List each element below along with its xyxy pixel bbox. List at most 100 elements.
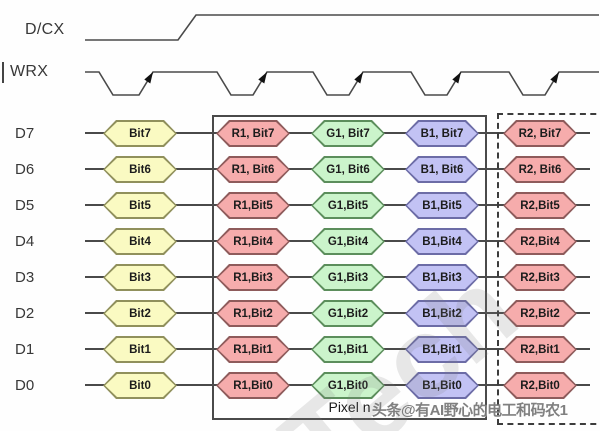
bus-value-hex: Bit1 [103,336,177,363]
bus-value-hex: Bit4 [103,228,177,255]
hex-text: R2,Bit3 [520,271,560,284]
hex-fill [218,266,288,289]
hex-fill [407,230,477,253]
bus-value-hex: R1,Bit1 [216,336,290,363]
hex-text: R1,Bit1 [233,343,273,356]
hex-text: G1,Bit4 [327,235,369,248]
row-d0: D0 Bit0 R1,Bit0 G1,Bit0 B1,Bit0 R2,Bit0 [0,372,600,399]
bus-value-hex: G1,Bit4 [311,228,385,255]
row-d7: D7 Bit7 R1, Bit7 G1, Bit7 B1, Bit7 R2, B… [0,120,600,147]
hex-text: Bit5 [129,199,151,212]
hex-fill [218,230,288,253]
wrx-label: WRX [10,63,49,80]
hex-fill [505,122,575,145]
bus-value-hex: Bit2 [103,300,177,327]
hex-fill [313,266,383,289]
bus-value-hex: R1,Bit0 [216,372,290,399]
hex-fill [313,194,383,217]
hex-text: G1, Bit6 [326,163,370,176]
bus-value-hex: Bit5 [103,192,177,219]
hex-fill [105,374,175,397]
hex-fill [407,158,477,181]
hex-text: R1, Bit7 [231,127,275,140]
row-d5: D5 Bit5 R1,Bit5 G1,Bit5 B1,Bit5 R2,Bit5 [0,192,600,219]
bus-value-hex: R2,Bit0 [503,372,577,399]
bus-value-hex: R1,Bit2 [216,300,290,327]
hex-text: Bit4 [129,235,151,248]
hex-text: R2, Bit7 [518,127,562,140]
hex-fill [105,158,175,181]
bus-value-hex: R2,Bit5 [503,192,577,219]
next-pixel-dashed-box [497,113,600,425]
hex-fill [407,374,477,397]
hex-text: B1,Bit3 [422,271,462,284]
bus-value-hex: R1,Bit3 [216,264,290,291]
hex-text: R1,Bit0 [233,379,273,392]
pixel-n-label: Pixel n [328,399,371,415]
bus-value-hex: R2, Bit6 [503,156,577,183]
bus-line-label: D3 [15,269,35,286]
bus-value-hex: B1,Bit4 [405,228,479,255]
hex-text: B1, Bit7 [420,127,464,140]
hex-text: R1,Bit3 [233,271,273,284]
bus-line-label: D7 [15,125,35,142]
bus-value-hex: Bit6 [103,156,177,183]
bus-line-label: D4 [15,233,35,250]
hex-text: B1, Bit6 [420,163,464,176]
hex-text: G1,Bit3 [327,271,369,284]
hex-fill [505,374,575,397]
bus-value-hex: B1,Bit1 [405,336,479,363]
hex-fill [218,302,288,325]
hex-text: Bit7 [129,127,151,140]
hex-text: B1,Bit0 [422,379,462,392]
hex-text: G1, Bit7 [326,127,370,140]
rising-edge-arrow [452,72,461,84]
hex-text: R2,Bit0 [520,379,560,392]
hex-text: R1,Bit2 [233,307,273,320]
hex-fill [313,338,383,361]
dcx-label: D/CX [25,21,65,38]
row-d3: D3 Bit3 R1,Bit3 G1,Bit3 B1,Bit3 R2,Bit3 [0,264,600,291]
bus-line-label: D2 [15,305,35,322]
row-d2: D2 Bit2 R1,Bit2 G1,Bit2 B1,Bit2 R2,Bit2 [0,300,600,327]
hex-fill [105,338,175,361]
bus-value-hex: Bit7 [103,120,177,147]
hex-fill [505,266,575,289]
bus-value-hex: G1,Bit2 [311,300,385,327]
pixel-n-group-box [212,115,487,420]
hex-fill [407,122,477,145]
hex-fill [218,194,288,217]
hex-text: G1,Bit1 [327,343,369,356]
bus-value-hex: R2,Bit4 [503,228,577,255]
hex-text: B1,Bit4 [422,235,462,248]
hex-text: R2,Bit5 [520,199,560,212]
hex-text: R1,Bit4 [233,235,273,248]
hex-fill [407,194,477,217]
hex-text: B1,Bit1 [422,343,462,356]
rising-edge-arrow [354,72,363,84]
hex-fill [313,158,383,181]
bus-value-hex: G1,Bit1 [311,336,385,363]
bus-value-hex: B1,Bit3 [405,264,479,291]
hex-fill [218,158,288,181]
hex-text: Bit6 [129,163,151,176]
hex-text: R2,Bit2 [520,307,560,320]
bus-value-hex: G1,Bit5 [311,192,385,219]
hex-text: R2, Bit6 [518,163,562,176]
row-d4: D4 Bit4 R1,Bit4 G1,Bit4 B1,Bit4 R2,Bit4 [0,228,600,255]
toutiao-watermark: 头条@有AI野心的电工和码农1 [372,402,568,419]
bus-value-hex: R1, Bit6 [216,156,290,183]
bus-value-hex: B1,Bit0 [405,372,479,399]
hex-text: R2,Bit4 [520,235,560,248]
hex-fill [505,338,575,361]
hex-fill [218,374,288,397]
bus-value-hex: R2,Bit3 [503,264,577,291]
dcx-waveform [85,14,599,41]
hex-fill [505,194,575,217]
bus-value-hex: Bit3 [103,264,177,291]
bus-line-label: D6 [15,161,35,178]
hex-text: G1,Bit5 [327,199,369,212]
hex-fill [313,374,383,397]
bus-value-hex: R2,Bit1 [503,336,577,363]
